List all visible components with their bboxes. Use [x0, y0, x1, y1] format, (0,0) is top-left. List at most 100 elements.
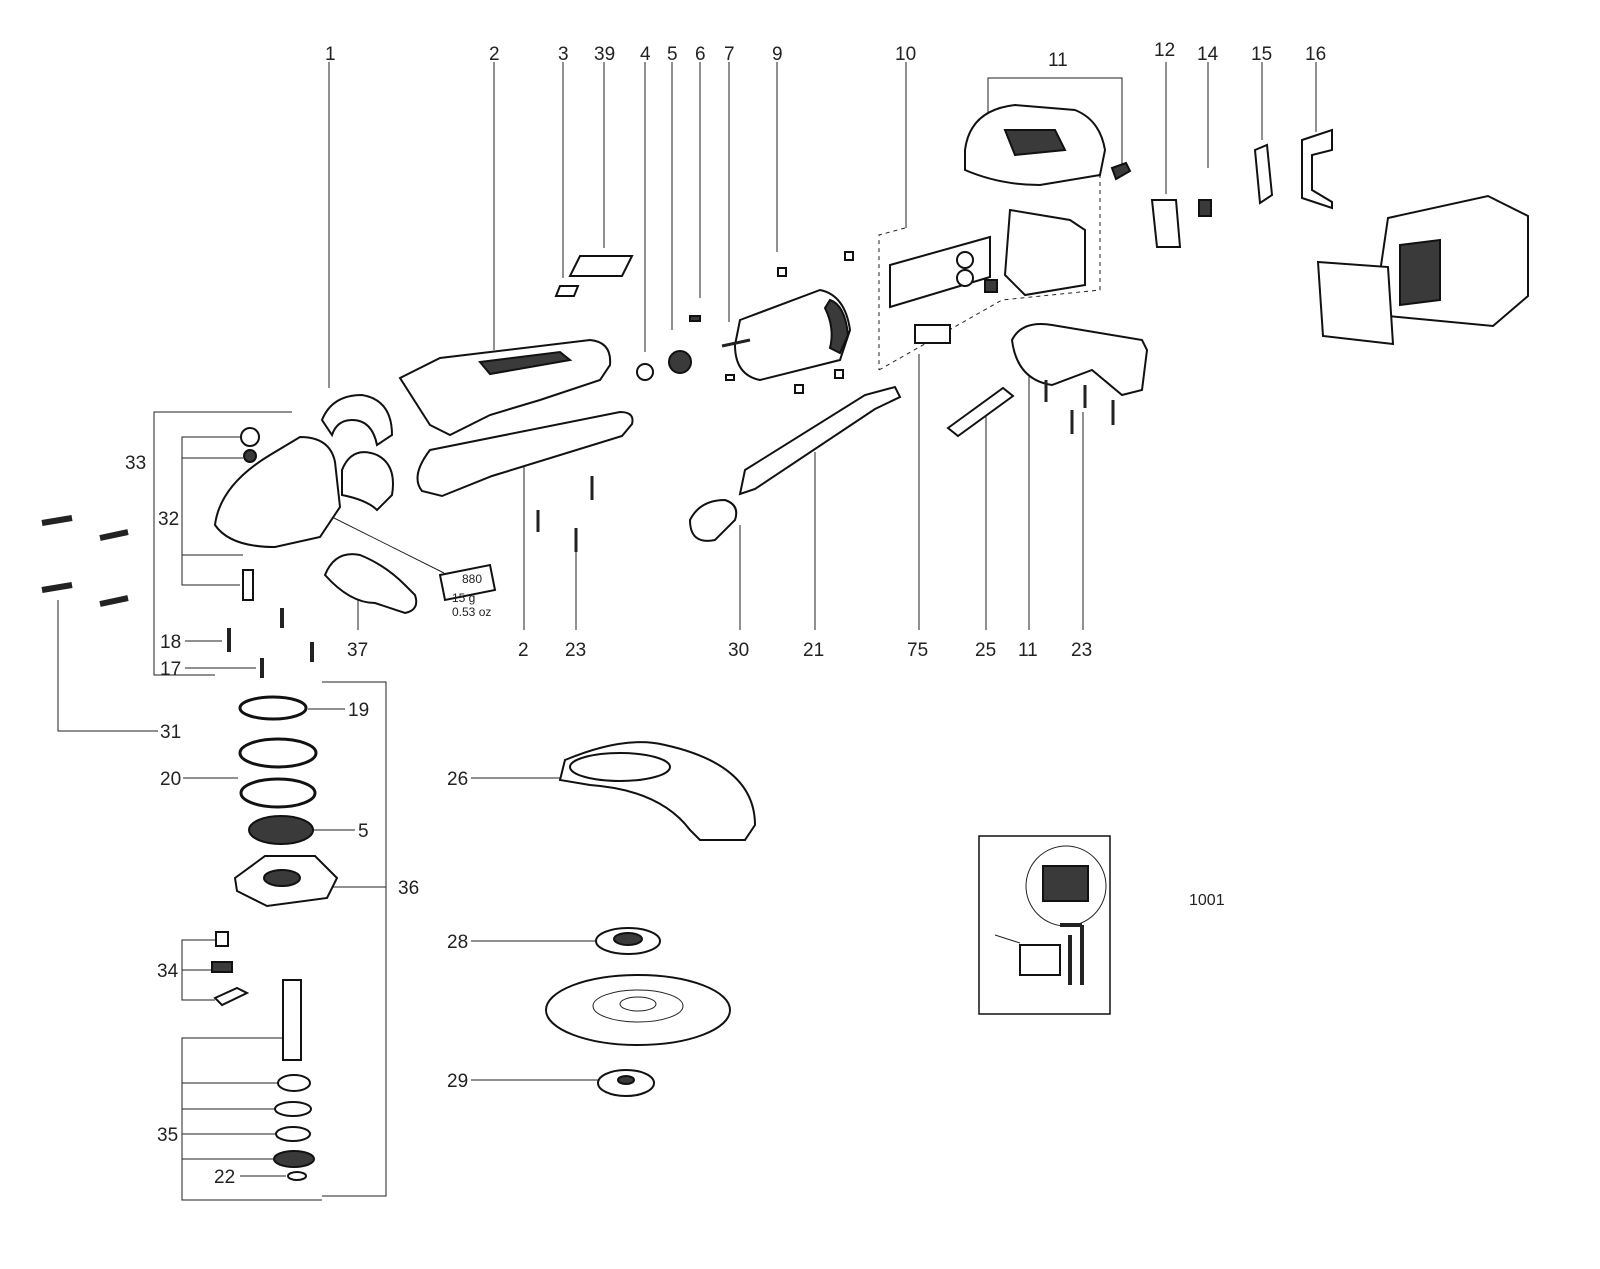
label-9: 9	[772, 44, 783, 65]
part-35-bearing	[273, 1150, 315, 1168]
part-34-lever	[213, 986, 250, 1007]
label-33: 33	[125, 453, 146, 474]
part-16-latch	[1301, 128, 1333, 210]
label-20: 20	[160, 769, 181, 790]
part-3-label-sticker	[554, 285, 580, 297]
parts: 880 15 g 0.53 oz	[41, 103, 1529, 1181]
part-32-bolt	[242, 569, 254, 601]
part-33-spring	[243, 449, 257, 463]
label-17: 17	[160, 659, 181, 680]
label-10: 10	[895, 44, 916, 65]
label-2-top: 2	[489, 44, 500, 65]
label-1: 1	[325, 44, 336, 65]
label-37: 37	[347, 640, 368, 661]
label-36: 36	[398, 878, 419, 899]
label-22: 22	[214, 1167, 235, 1188]
detail-1001-inset	[978, 835, 1111, 1015]
label-11-top: 11	[1048, 50, 1068, 71]
part-25-pin	[946, 386, 1015, 438]
grinding-disc-inner	[592, 989, 684, 1023]
label-4: 4	[640, 44, 651, 65]
part-6-screw	[689, 315, 701, 322]
part-34-spring	[211, 961, 233, 973]
label-31: 31	[160, 722, 181, 743]
label-26: 26	[447, 769, 468, 790]
grease-weight-oz: 0.53 oz	[452, 605, 491, 619]
label-30: 30	[728, 640, 749, 661]
part-30-switch-knob	[688, 498, 738, 542]
part-7-motor	[721, 251, 854, 394]
part-37-side-handle	[323, 553, 418, 615]
part-20-ring-b	[239, 777, 317, 809]
part-35-nut	[277, 1074, 311, 1092]
part-29-hub	[617, 1075, 635, 1085]
label-32: 32	[158, 509, 179, 530]
label-12: 12	[1154, 40, 1175, 61]
part-35-washer-a	[274, 1101, 312, 1117]
part-26-collar	[569, 752, 671, 782]
part-14-spring	[1198, 199, 1212, 217]
label-28: 28	[447, 932, 468, 953]
label-35: 35	[157, 1125, 178, 1146]
label-18: 18	[160, 632, 181, 653]
part-35-washer-b	[275, 1126, 311, 1142]
grinding-disc	[545, 974, 731, 1046]
part-11-clip	[1110, 161, 1132, 181]
part-1-shell	[320, 393, 394, 512]
part-2-upper-grip	[478, 350, 573, 376]
label-14: 14	[1197, 44, 1219, 65]
part-5-bevel-gear	[248, 815, 314, 845]
label-21: 21	[803, 640, 824, 661]
label-5-top: 5	[667, 44, 678, 65]
part-12-plate	[1150, 199, 1182, 248]
part-4-nut	[636, 363, 654, 381]
part-33-bearing	[240, 427, 260, 447]
label-29: 29	[447, 1071, 468, 1092]
part-2-lower-housing	[416, 410, 634, 498]
part-11-lower-cover	[1010, 323, 1149, 397]
part-number-labels: 1 2 3 39 4 5 6 7 9 10 11 12 14 15 16 33 …	[125, 40, 1326, 1188]
grease-code: 880	[462, 572, 482, 586]
part-75-capacitor	[914, 324, 951, 344]
part-31-screws	[41, 515, 129, 607]
label-34: 34	[157, 961, 179, 982]
part-21-switch-rod	[738, 385, 902, 496]
part-22-ring	[287, 1171, 307, 1181]
part-19-o-ring	[238, 695, 308, 721]
label-2-bottom: 2	[518, 640, 529, 661]
label-7: 7	[724, 44, 735, 65]
label-19: 19	[348, 700, 369, 721]
label-25: 25	[975, 640, 996, 661]
label-39: 39	[594, 44, 615, 65]
part-23-screws	[536, 380, 1115, 552]
label-5-bottom: 5	[358, 821, 369, 842]
label-23-right: 23	[1071, 640, 1092, 661]
part-35-spindle	[282, 979, 302, 1061]
label-16: 16	[1305, 44, 1326, 65]
part-10-electronics	[889, 208, 1086, 309]
label-75: 75	[907, 640, 928, 661]
part-20-ring-a	[238, 737, 318, 769]
part-28-hub	[613, 932, 643, 946]
label-15: 15	[1251, 44, 1272, 65]
part-34-button	[215, 931, 229, 947]
grease-tube: 880 15 g 0.53 oz	[438, 563, 497, 619]
part-5-pinion	[668, 350, 692, 374]
part-33-gear-head	[213, 435, 342, 549]
part-17-18-pins	[227, 608, 314, 678]
part-36-bearing	[263, 869, 301, 887]
battery-pack	[1316, 194, 1529, 346]
part-15-contact	[1253, 143, 1274, 205]
part-2-upper-housing	[398, 338, 612, 437]
label-1001: 1001	[1189, 892, 1225, 909]
label-23-left: 23	[565, 640, 586, 661]
label-11-bottom: 11	[1018, 640, 1038, 661]
grinding-disc-hole	[619, 996, 657, 1012]
leader-lines	[57, 62, 1317, 1201]
part-39-label-sticker	[568, 255, 634, 277]
label-3: 3	[558, 44, 569, 65]
label-6: 6	[695, 44, 706, 65]
part-11-top-vent	[1003, 129, 1067, 157]
grease-weight-g: 15 g	[452, 591, 475, 605]
